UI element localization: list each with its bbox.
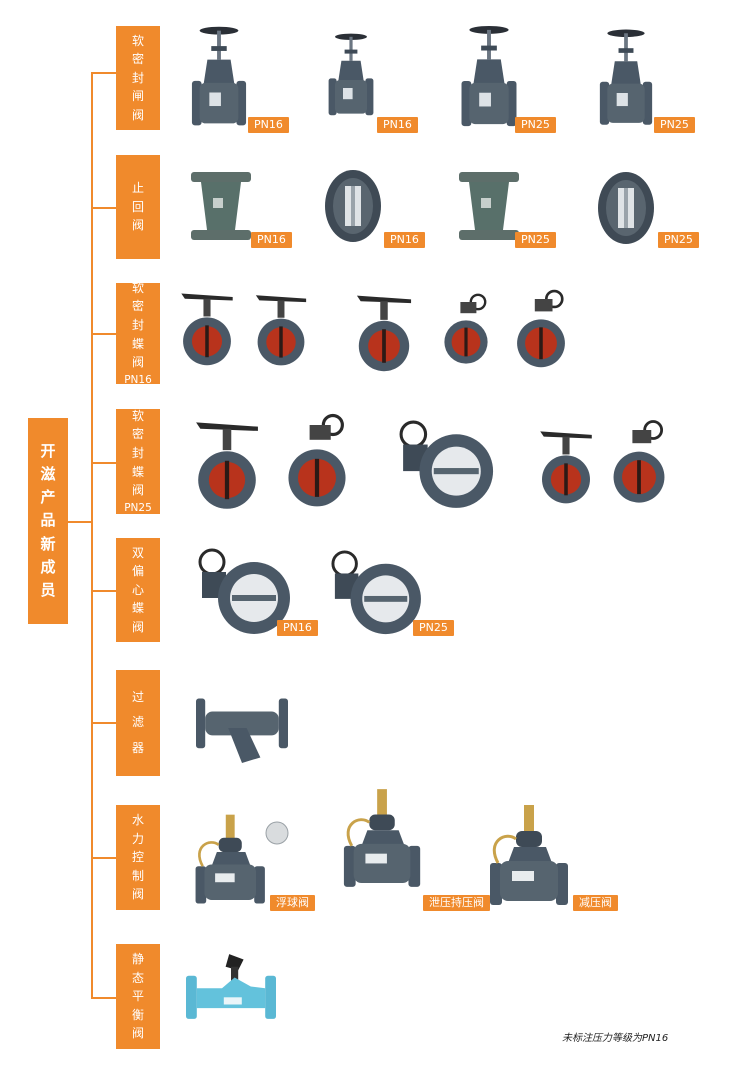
product-badge: 泄压持压阀 [423, 895, 490, 911]
float-ball-icon [265, 821, 289, 845]
category-strainer: 过 滤 器 [116, 670, 160, 776]
root-connector [68, 521, 92, 523]
branch-connector [91, 997, 116, 999]
branch-connector [91, 722, 116, 724]
wafer-check-valve-image [322, 166, 384, 246]
root-title: 开 滋 产 品 新 成 员 [40, 441, 56, 600]
branch-connector [91, 72, 116, 74]
float-valve-image [192, 808, 272, 912]
category-soft-seal-gate-valve: 软 密 封 闸 阀 [116, 26, 160, 130]
pressure-badge: PN25 [654, 117, 695, 133]
pressure-badge: PN16 [251, 232, 292, 248]
y-strainer-image [196, 690, 288, 766]
wafer-check-valve-image [592, 168, 660, 248]
pressure-badge: PN16 [277, 620, 318, 636]
pressure-reducing-valve-image [486, 800, 576, 912]
pressure-badge: PN25 [658, 232, 699, 248]
root-title-box: 开 滋 产 品 新 成 员 [28, 418, 68, 624]
double-eccentric-butterfly-image [380, 420, 508, 512]
category-check-valve: 止 回 阀 [116, 155, 160, 259]
butterfly-valve-image [606, 420, 672, 506]
gate-valve-image [327, 20, 375, 132]
gate-valve-image [458, 24, 520, 132]
branch-connector [91, 333, 116, 335]
pressure-footnote: 未标注压力等级为PN16 [562, 1033, 669, 1044]
product-badge: 减压阀 [573, 895, 618, 911]
branch-connector [91, 857, 116, 859]
check-valve-image [458, 168, 520, 248]
pressure-badge: PN16 [248, 117, 289, 133]
butterfly-valve-image [176, 288, 238, 368]
butterfly-valve-image [528, 426, 604, 506]
double-eccentric-butterfly-image [322, 550, 426, 638]
butterfly-valve-image [346, 290, 422, 374]
gate-valve-image [190, 24, 248, 132]
pressure-relief-valve-image [340, 764, 428, 914]
butterfly-valve-image [438, 288, 494, 372]
butterfly-valve-image [510, 288, 572, 372]
branch-connector [91, 590, 116, 592]
category-static-balancing-valve: 静 态 平 衡 阀 [116, 944, 160, 1049]
branch-connector [91, 462, 116, 464]
pressure-badge: PN16 [384, 232, 425, 248]
branch-connector [91, 207, 116, 209]
category-soft-seal-butterfly-pn25: 软 密 封 蝶 阀 PN25 [116, 409, 160, 514]
pressure-badge: PN25 [413, 620, 454, 636]
butterfly-valve-image [186, 416, 268, 512]
pressure-badge: PN25 [515, 232, 556, 248]
category-hydraulic-control-valve: 水 力 控 制 阀 [116, 805, 160, 910]
category-soft-seal-butterfly-pn16: 软 密 封 蝶 阀 PN16 [116, 281, 160, 386]
butterfly-valve-image [280, 412, 354, 512]
product-badge: 浮球阀 [270, 895, 315, 911]
check-valve-image [190, 168, 252, 248]
pressure-badge: PN25 [515, 117, 556, 133]
pressure-badge: PN16 [377, 117, 418, 133]
static-balancing-valve-image [186, 950, 276, 1032]
category-double-eccentric-butterfly: 双 偏 心 蝶 阀 [116, 538, 160, 642]
butterfly-valve-image [250, 290, 312, 368]
tree-trunk [91, 73, 93, 998]
gate-valve-image [598, 24, 654, 134]
